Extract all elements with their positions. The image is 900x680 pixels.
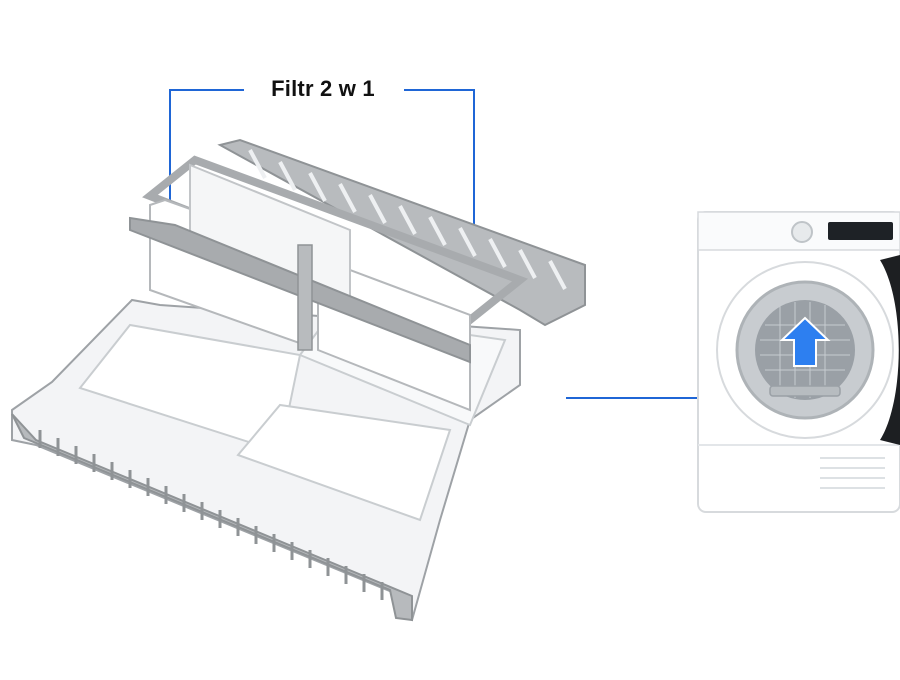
dryer-display (828, 222, 893, 240)
filter-mesh-panel-2 (236, 403, 452, 522)
filter-rear-rail-ribs (248, 149, 567, 290)
filter-center-post (297, 244, 313, 351)
filter-front-rail-ribs (38, 430, 384, 600)
dryer-dial-icon (791, 221, 813, 243)
filter-front-rail (11, 413, 413, 622)
filter-tray-icon (11, 138, 586, 622)
airflow-arrow-icon (779, 316, 831, 367)
callout-line-left (169, 89, 244, 236)
dryer-icon (697, 211, 900, 513)
callout-line-right (404, 89, 475, 272)
dryer-vent-lines (820, 457, 885, 489)
dryer-open-door (880, 255, 900, 445)
dryer-filter-slot (769, 385, 841, 397)
filter-upright-mesh-right (317, 256, 471, 412)
filter-callout-label: Filtr 2 w 1 (271, 76, 375, 101)
